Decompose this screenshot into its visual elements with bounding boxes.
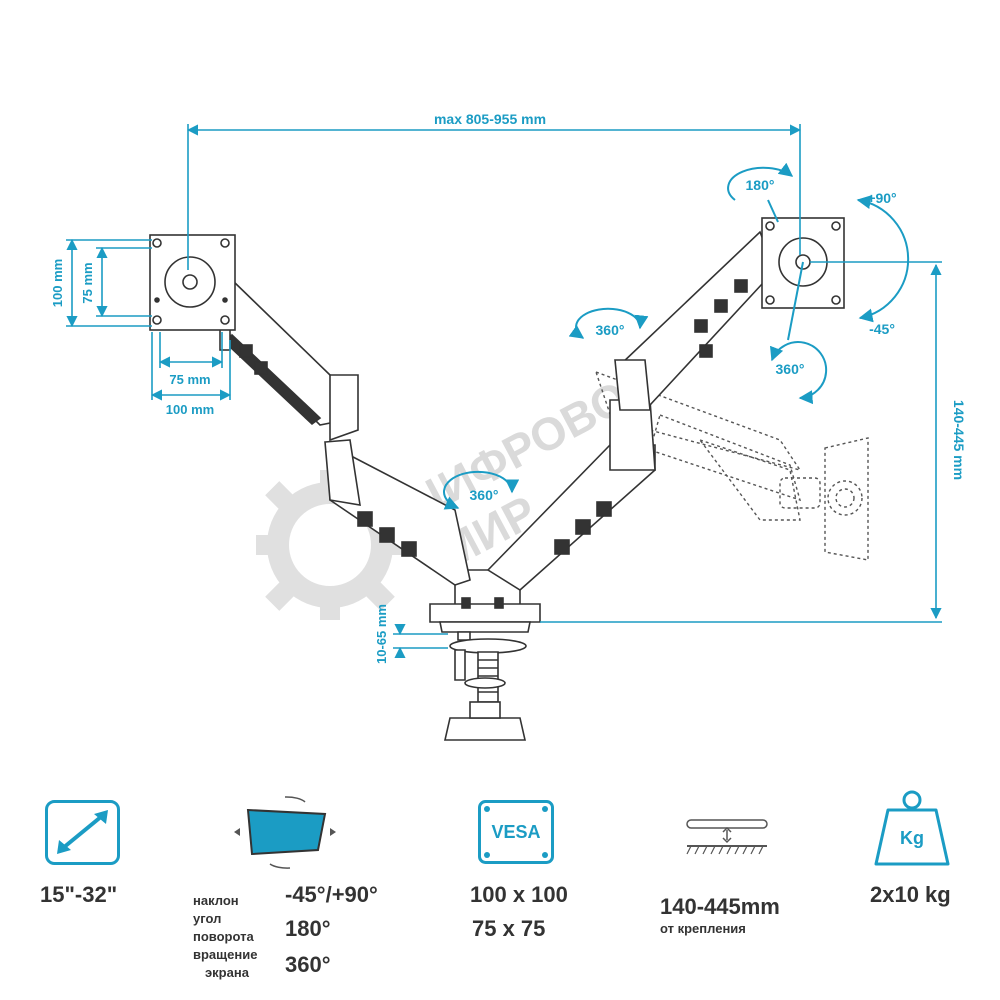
weight-badge-text: Kg (900, 828, 924, 848)
tilt-value: -45°/+90° (285, 882, 378, 907)
screen-rotate-arc (770, 341, 828, 405)
tilt-rotation-icon (234, 796, 336, 869)
vesa-width-100-label: 100 mm (166, 402, 214, 417)
head-swivel-label: 180° (746, 177, 775, 193)
screen-size-value: 15"-32" (40, 882, 118, 907)
joint-center-label: 360° (470, 487, 499, 503)
swivel-value: 180° (285, 916, 331, 941)
dimension-lines (66, 124, 942, 659)
height-icon (686, 819, 768, 855)
screen-rotate-label: 360° (776, 361, 805, 377)
tilt-down-label: -45° (869, 321, 895, 337)
vesa-icon: VESA (478, 800, 554, 864)
spec-strip: 15"-32" наклон -45°/+90° угол поворота 1… (0, 780, 1000, 1000)
weight-icon: Kg (874, 790, 950, 866)
vesa-height-100-label: 100 mm (50, 259, 65, 307)
desk-clamp (443, 631, 527, 741)
height-range-label: 140-445 mm (951, 400, 967, 480)
joint-upper-label: 360° (596, 322, 625, 338)
tilt-label: наклон (193, 893, 239, 908)
vesa-width-75-label: 75 mm (169, 372, 210, 387)
tilt-up-label: +90° (867, 190, 896, 206)
swivel-label-2: поворота (193, 929, 254, 944)
vesa-height-75-label: 75 mm (80, 262, 95, 303)
screen-size-icon (45, 800, 120, 865)
ghost-arm-position (594, 370, 869, 561)
rotation-label-2: экрана (205, 965, 249, 980)
clamp-range-label: 10-65 mm (374, 604, 389, 664)
center-pole (429, 569, 541, 633)
rotation-value: 360° (285, 952, 331, 977)
weight-value: 2x10 kg (870, 882, 951, 907)
rotation-arcs (443, 162, 910, 510)
right-lower-arm (486, 399, 656, 591)
height-value: 140-445mm (660, 894, 780, 919)
joint-center-arc (443, 470, 520, 510)
left-vesa-plate (149, 234, 236, 331)
left-lower-arm (324, 439, 471, 586)
vesa-value-1: 100 x 100 (470, 882, 568, 907)
rotation-label-1: вращение (193, 947, 258, 962)
head-swivel-arc (727, 162, 794, 201)
tilt-arc (856, 195, 910, 323)
vesa-value-2: 75 x 75 (472, 916, 546, 941)
vesa-badge-text: VESA (491, 822, 540, 842)
joint-upper-arc (568, 307, 649, 339)
left-upper-arm (219, 278, 359, 442)
swivel-label-1: угол (193, 911, 222, 926)
max-reach-label: max 805-955 mm (434, 111, 546, 127)
right-upper-arm (614, 230, 776, 411)
height-note: от крепления (660, 921, 746, 936)
